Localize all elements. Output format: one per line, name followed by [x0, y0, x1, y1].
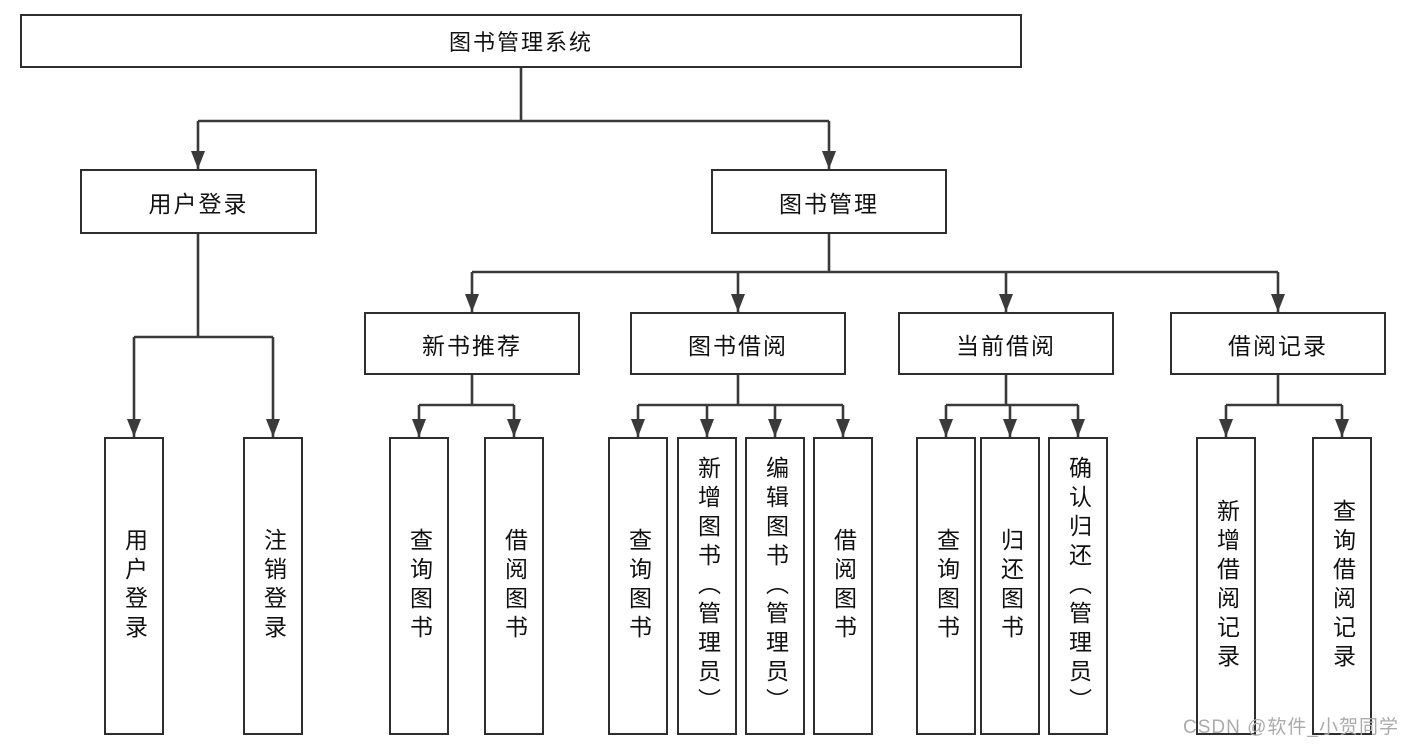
node-return-book: 归还图书	[980, 437, 1040, 735]
node-edit-book-admin: 编辑图书（管理员）	[745, 437, 805, 735]
node-new-book-recommend: 新书推荐	[364, 312, 580, 375]
node-borrow-records: 借阅记录	[1170, 312, 1386, 375]
node-book-management: 图书管理	[711, 169, 947, 234]
node-confirm-return-admin: 确认归还（管理员）	[1048, 437, 1108, 735]
node-root: 图书管理系统	[20, 14, 1022, 68]
watermark: CSDN @软件_小贺同学	[1183, 717, 1399, 738]
node-user-login: 用户登录	[80, 169, 317, 234]
node-query-books-current: 查询图书	[916, 437, 976, 735]
node-logout: 注销登录	[243, 437, 303, 735]
node-current-borrow: 当前借阅	[898, 312, 1114, 375]
node-borrow-books-recommend: 借阅图书	[484, 437, 544, 735]
node-query-books-recommend: 查询图书	[389, 437, 449, 735]
node-query-borrow-record: 查询借阅记录	[1312, 437, 1372, 735]
node-login: 用户登录	[104, 437, 164, 735]
node-book-borrow: 图书借阅	[630, 312, 846, 375]
node-query-books-borrow: 查询图书	[608, 437, 668, 735]
node-add-book-admin: 新增图书（管理员）	[677, 437, 737, 735]
node-add-borrow-record: 新增借阅记录	[1196, 437, 1256, 735]
node-borrow-books: 借阅图书	[813, 437, 873, 735]
